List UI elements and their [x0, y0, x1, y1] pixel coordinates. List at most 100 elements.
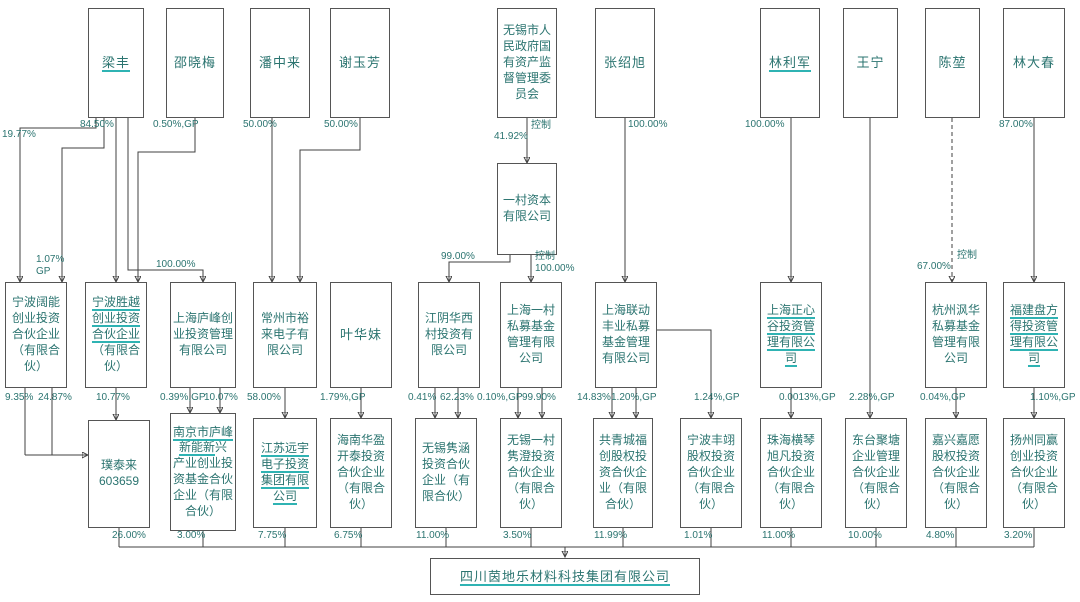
node-label-underlined: 福建盘方得投资管理有限公司: [1009, 303, 1058, 365]
edge: [20, 118, 97, 281]
node-label-text: 王宁: [856, 55, 885, 71]
node-label-text: 张绍旭: [603, 55, 646, 71]
node-label-underlined: 宁波胜越创业投资合伙企业: [91, 295, 140, 342]
pct-label: 58.00%: [247, 392, 281, 403]
pct-label: 1.20%,GP: [611, 392, 657, 403]
node-label-text: 东台聚塘企业管理合伙企业（有限合伙）: [851, 433, 900, 511]
pct-label: 100.00%: [745, 119, 785, 130]
node-zhuhai-hengqin: 珠海横琴旭凡投资合伙企业（有限合伙）: [760, 418, 822, 528]
node-shanghai-yicun-pe: 上海一村私募基金管理有限公司: [500, 282, 562, 388]
pct-label: 控制: [957, 250, 977, 261]
node-label: 璞泰来 603659: [91, 458, 147, 490]
node-label: 陈堃: [928, 54, 977, 71]
node-label-underlined: 南京市庐峰新能新: [173, 424, 234, 455]
node-label: 林大春: [1006, 54, 1062, 71]
pct-label: 10.07%: [204, 392, 238, 403]
node-label-text: 珠海横琴旭凡投资合伙企业（有限合伙）: [766, 433, 815, 511]
node-label: 宁波胜越创业投资合伙企业（有限合伙）: [88, 295, 144, 374]
node-label: 上海一村私募基金管理有限公司: [503, 303, 559, 366]
pct-label: 9.35%: [5, 392, 34, 403]
pct-label: 控制: [531, 120, 551, 131]
pct-label: 100.00%: [535, 263, 575, 274]
node-label-text: 上海一村私募基金管理有限公司: [506, 303, 555, 365]
node-label: 宁波丰翊股权投资合伙企业（有限合伙）: [683, 433, 739, 512]
node-label-underlined: 江苏远宇电子投资集团有限公司: [260, 441, 309, 503]
node-label-text: 璞泰来 603659: [98, 458, 140, 488]
node-label-text: 潘中来: [258, 55, 301, 71]
node-hangzhou-fenghua: 杭州沨华私募基金管理有限公司: [925, 282, 987, 388]
pct-label: 1.10%,GP: [1030, 392, 1076, 403]
node-chen-kun: 陈堃: [925, 8, 980, 118]
node-wuxi-junhan: 无锡隽涵投资合伙企业（有限合伙）: [415, 418, 477, 528]
edge: [657, 329, 711, 417]
node-dongtai-jutang: 东台聚塘企业管理合伙企业（有限合伙）: [845, 418, 907, 528]
pct-label: 11.00%: [762, 530, 796, 541]
node-label-text: 常州市裕来电子有限公司: [260, 311, 309, 357]
node-hainan-huaying: 海南华盈开泰投资合伙企业（有限合伙）: [330, 418, 392, 528]
pct-label: 50.00%: [243, 119, 277, 130]
node-jiangyin-huaxicun: 江阴华西村投资有限公司: [418, 282, 480, 388]
node-label-text: 宁波阔能创业投资合伙企业（有限合伙）: [11, 295, 60, 373]
node-label-text: 无锡市人民政府国有资产监督管理委员会: [502, 23, 551, 101]
node-label: 邵晓梅: [169, 54, 221, 71]
pct-label: 87.00%: [999, 119, 1033, 130]
node-zhang-shaoxu: 张绍旭: [595, 8, 655, 118]
node-label: 宁波阔能创业投资合伙企业（有限合伙）: [8, 295, 64, 374]
pct-label: 10.00%: [848, 530, 882, 541]
edge: [300, 118, 361, 281]
node-yangzhou-tongying: 扬州同赢创业投资合伙企业（有限合伙）: [1003, 418, 1065, 528]
pct-label: 0.50%,GP: [153, 119, 199, 130]
edge: [138, 118, 196, 281]
node-jiaxing-jiayuan: 嘉兴嘉愿股权投资合伙企业（有限合伙）: [925, 418, 987, 528]
node-label: 无锡市人民政府国有资产监督管理委员会: [500, 23, 554, 102]
node-label: 上海庐峰创业投资管理有限公司: [173, 311, 233, 358]
node-label: 四川茵地乐材料科技集团有限公司: [433, 568, 697, 585]
node-label: 上海联动丰业私募基金管理有限公司: [598, 303, 654, 366]
pct-label: 24.87%: [38, 392, 72, 403]
node-label-underlined: 上海正心谷投资管理有限公司: [766, 303, 815, 365]
pct-label: 6.75%: [334, 530, 363, 541]
node-shanghai-zhengxingu: 上海正心谷投资管理有限公司: [760, 282, 822, 388]
node-label-text: 嘉兴嘉愿股权投资合伙企业（有限合伙）: [931, 433, 980, 511]
node-label: 扬州同赢创业投资合伙企业（有限合伙）: [1006, 433, 1062, 512]
node-label-text: 无锡一村隽澄投资合伙企业（有限合伙）: [506, 433, 555, 511]
pct-label: 0.39%,GP: [160, 392, 206, 403]
pct-label: 1.79%,GP: [320, 392, 366, 403]
node-label: 东台聚塘企业管理合伙企业（有限合伙）: [848, 433, 904, 512]
node-label-text: 江阴华西村投资有限公司: [424, 311, 473, 357]
node-label: 林利军: [763, 54, 817, 71]
node-label: 常州市裕来电子有限公司: [256, 311, 314, 358]
node-label: 江阴华西村投资有限公司: [421, 311, 477, 358]
node-shanghai-liandong: 上海联动丰业私募基金管理有限公司: [595, 282, 657, 388]
pct-label: 100.00%: [156, 259, 196, 270]
pct-label: 14.83%: [577, 392, 611, 403]
node-pan-zhonglai: 潘中来: [250, 8, 310, 118]
pct-label: 19.77%: [2, 129, 36, 140]
node-liang-feng: 梁丰: [88, 8, 144, 118]
pct-label: 0.0013%,GP: [779, 392, 836, 403]
pct-label: 62.23%: [440, 392, 474, 403]
pct-label: 99.00%: [441, 251, 475, 262]
node-yicun-capital: 一村资本有限公司: [497, 163, 557, 255]
node-ningbo-shengyue: 宁波胜越创业投资合伙企业（有限合伙）: [85, 282, 147, 388]
pct-label: 3.20%: [1004, 530, 1033, 541]
node-label-text: 上海联动丰业私募基金管理有限公司: [601, 303, 650, 365]
node-wuxi-yicun-juncheng: 无锡一村隽澄投资合伙企业（有限合伙）: [500, 418, 562, 528]
node-label-underlined: 四川茵地乐材料科技集团有限公司: [459, 568, 670, 584]
node-label: 南京市庐峰新能新兴产业创业投资基金合伙企业（有限合伙）: [173, 425, 233, 520]
node-label-text: 一村资本有限公司: [502, 193, 551, 223]
edge: [127, 118, 203, 281]
node-label-text: 陈堃: [938, 55, 967, 71]
pct-label: 50.00%: [324, 119, 358, 130]
node-label-text: 叶华妹: [339, 327, 382, 343]
node-label: 王宁: [846, 54, 895, 71]
node-gongqingcheng-fuchuang: 共青城福创股权投资合伙企业（有限合伙）: [593, 418, 653, 528]
pct-label: 1.07% GP: [36, 254, 65, 277]
node-label: 无锡一村隽澄投资合伙企业（有限合伙）: [503, 433, 559, 512]
node-shao-xiaomei: 邵晓梅: [166, 8, 224, 118]
pct-label: 26.00%: [112, 530, 146, 541]
node-label: 叶华妹: [333, 326, 389, 343]
node-ningbo-fengyi: 宁波丰翊股权投资合伙企业（有限合伙）: [680, 418, 742, 528]
